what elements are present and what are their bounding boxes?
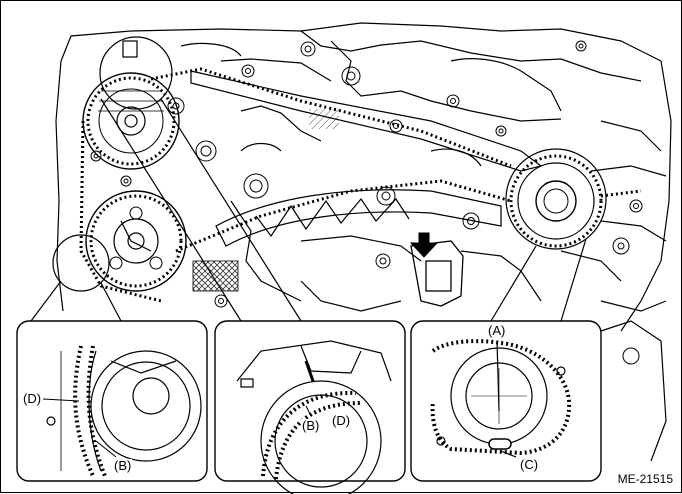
bolt (622, 347, 640, 365)
figure-code: ME-21515 (617, 472, 673, 486)
tensioner-lever (215, 189, 502, 247)
callout-d-left: (D) (22, 391, 43, 406)
engine-block (55, 22, 672, 332)
hatched-area (309, 109, 339, 129)
upper-cam-sprocket (82, 40, 180, 170)
engine-bolts (90, 40, 643, 308)
callout-b-middle: (B) (301, 418, 321, 433)
callout-d-middle: (D) (331, 413, 352, 428)
callout-b-left: (B) (113, 458, 133, 473)
callout-c: (C) (519, 457, 540, 472)
crank-sprocket (509, 154, 603, 248)
hatched-area (192, 260, 239, 292)
engine-block-edge (600, 320, 667, 462)
tensioner-arrow (409, 232, 439, 258)
detail-panel-left (16, 320, 208, 482)
callout-a: (A) (487, 323, 507, 338)
detail-panel-right (410, 320, 602, 482)
upper-chain-guide (190, 70, 543, 172)
detail-panel-middle (214, 320, 406, 494)
lower-cam-sprocket (85, 190, 187, 292)
chain-tensioner (410, 240, 464, 307)
magnifier-callouts (30, 36, 607, 322)
